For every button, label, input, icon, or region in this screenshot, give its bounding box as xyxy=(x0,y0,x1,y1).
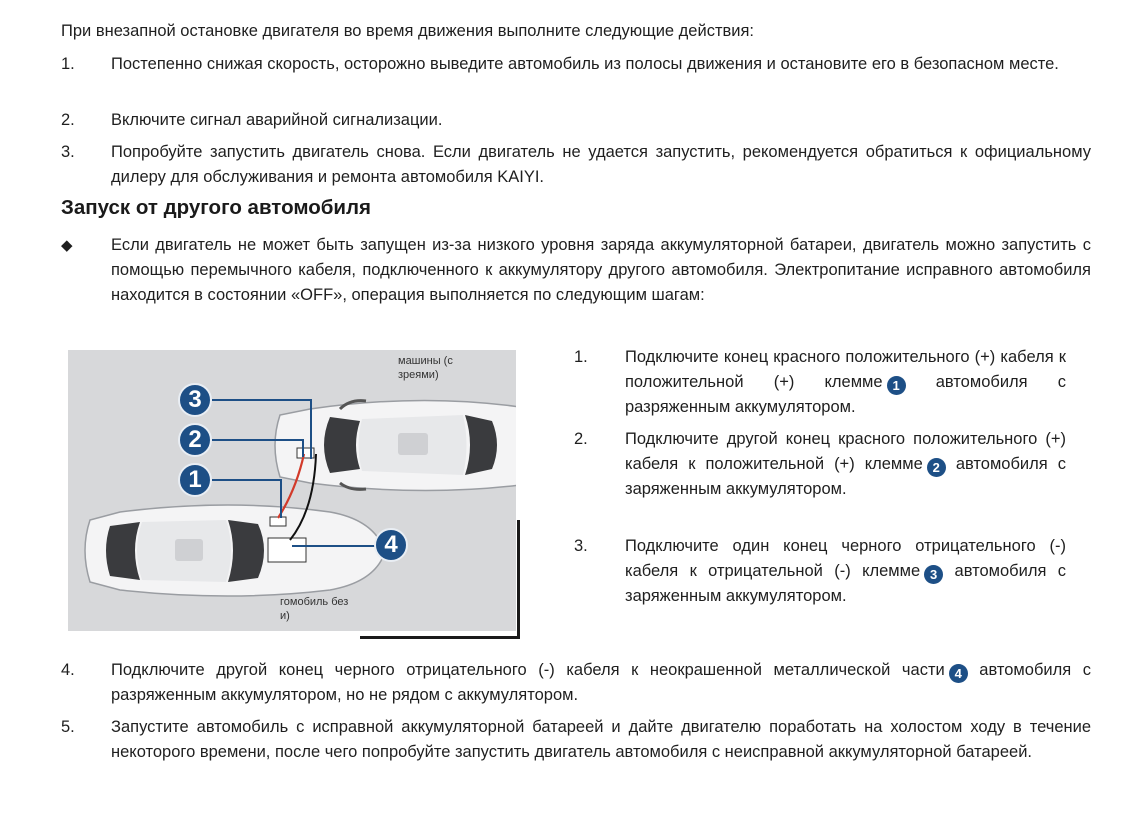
badge-1-icon: 1 xyxy=(886,376,906,395)
step-number: 3. xyxy=(574,537,588,555)
step-number: 2. xyxy=(574,430,588,448)
step-number: 1. xyxy=(61,55,75,73)
callout-badge-1: 1 xyxy=(178,463,212,497)
diagram-label-bottom: гомобиль без и) xyxy=(280,596,349,622)
step-text: Подключите конец красного положительного… xyxy=(625,348,1067,416)
step-text: Подключите другой конец черного отрицате… xyxy=(111,661,1092,704)
badge-3-icon: 3 xyxy=(924,565,944,584)
diagram-label-top: машины (с зреями) xyxy=(398,355,453,381)
step-text: Подключите один конец черного отрицатель… xyxy=(625,537,1067,605)
callout-line-2 xyxy=(212,439,304,441)
callout-line-2-vertical xyxy=(302,439,304,457)
callout-badge-4: 4 xyxy=(374,528,408,562)
bullet-icon: ◆ xyxy=(61,237,73,254)
step-number: 1. xyxy=(574,348,588,366)
step-text: Включите сигнал аварийной сигнализации. xyxy=(111,111,443,129)
diagram-frame-bottom xyxy=(360,636,520,639)
callout-line-1 xyxy=(212,479,282,481)
callout-line-1-vertical xyxy=(280,479,282,518)
cars-illustration xyxy=(84,399,516,597)
badge-4-icon: 4 xyxy=(948,664,968,683)
bullet-text: Если двигатель не может быть запущен из-… xyxy=(111,236,1091,304)
section-title: Запуск от другого автомобиля xyxy=(61,196,371,219)
diagram-frame-right xyxy=(517,520,520,639)
callout-line-4 xyxy=(292,545,376,547)
step-number: 4. xyxy=(61,661,75,679)
step-text: Постепенно снижая скорость, осторожно вы… xyxy=(111,55,1059,73)
callout-line-3 xyxy=(212,399,312,401)
intro-text: При внезапной остановке двигателя во вре… xyxy=(61,22,754,40)
jump-start-diagram: машины (с зреями) гомобиль без и) 3 2 1 … xyxy=(68,350,516,631)
callout-badge-3: 3 xyxy=(178,383,212,417)
callout-badge-2: 2 xyxy=(178,423,212,457)
step-text: Запустите автомобиль с исправной аккумул… xyxy=(111,718,1091,761)
step-text: Попробуйте запустить двигатель снова. Ес… xyxy=(111,143,1091,186)
step-number: 2. xyxy=(61,111,75,129)
step-text: Подключите другой конец красного положит… xyxy=(625,430,1066,498)
callout-line-3-vertical xyxy=(310,399,312,459)
step-number: 5. xyxy=(61,718,75,736)
badge-2-icon: 2 xyxy=(926,458,946,477)
step-number: 3. xyxy=(61,143,75,161)
